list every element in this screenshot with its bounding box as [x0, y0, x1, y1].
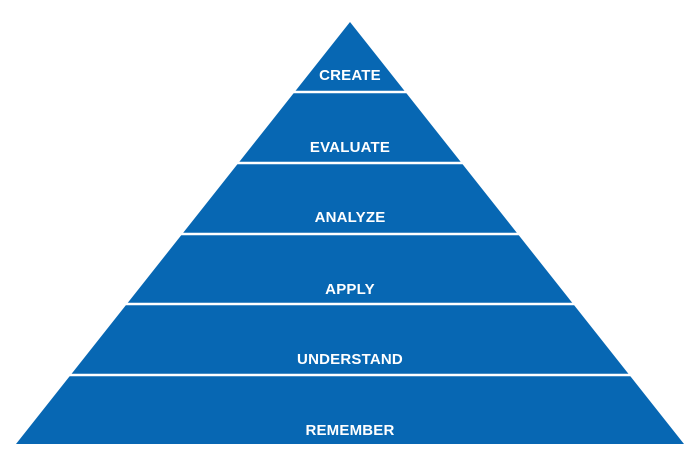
- tier-label-remember: REMEMBER: [305, 422, 394, 439]
- tier-label-understand: UNDERSTAND: [297, 351, 403, 368]
- tier-label-create: CREATE: [319, 67, 381, 84]
- tier-label-evaluate: EVALUATE: [310, 139, 390, 156]
- tier-label-apply: APPLY: [325, 281, 375, 298]
- tier-label-analyze: ANALYZE: [315, 209, 386, 226]
